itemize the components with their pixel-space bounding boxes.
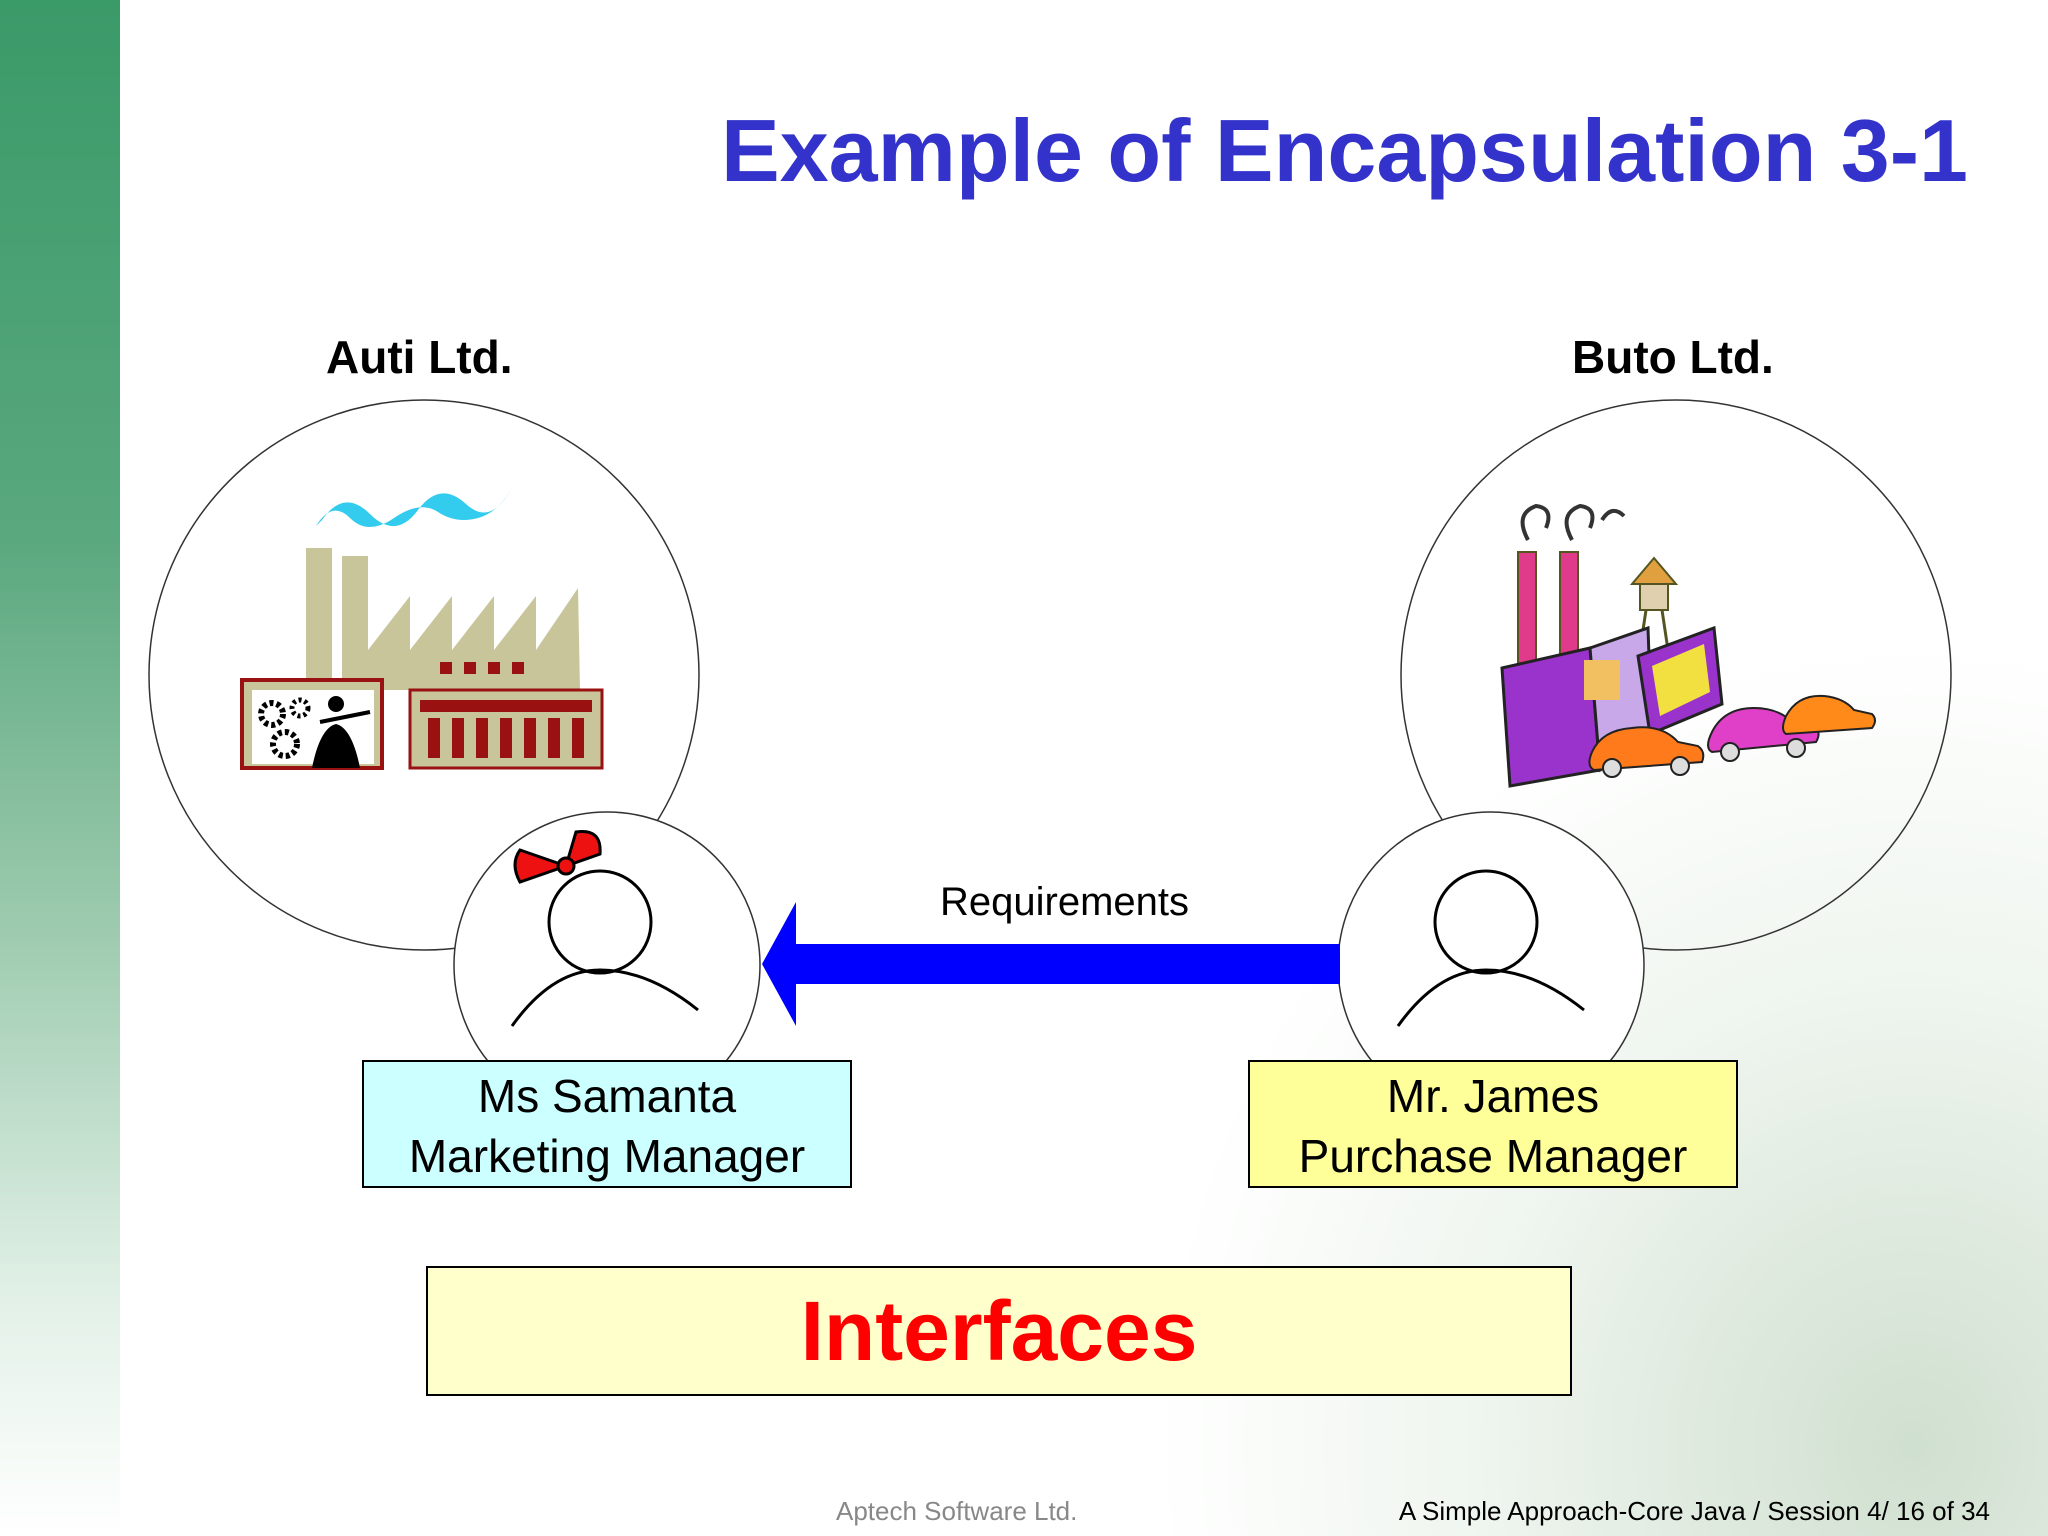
company-circle-right: [1400, 399, 1952, 951]
interfaces-callout: Interfaces: [426, 1266, 1572, 1396]
person-name-left: Ms Samanta: [477, 1070, 737, 1122]
person-box-right: Mr. James Purchase Manager: [1248, 1060, 1738, 1188]
company-circle-left: [148, 399, 700, 951]
female-person-icon: [510, 829, 699, 1027]
person-name-right: Mr. James: [1386, 1070, 1600, 1122]
footer-company: Aptech Software Ltd.: [836, 1496, 1078, 1526]
person-role-right: Purchase Manager: [1298, 1130, 1688, 1182]
factory-icon-left: [240, 484, 604, 770]
company-label-left: Auti Ltd.: [326, 331, 513, 383]
footer-session-info: A Simple Approach-Core Java / Session 4/…: [1398, 1496, 1990, 1526]
side-accent-band: [0, 0, 120, 1536]
slide-title: Example of Encapsulation 3-1: [721, 101, 1968, 200]
company-label-right: Buto Ltd.: [1572, 331, 1774, 383]
male-person-icon: [1396, 869, 1585, 1027]
person-box-left: Ms Samanta Marketing Manager: [362, 1060, 852, 1188]
person-role-left: Marketing Manager: [408, 1130, 806, 1182]
toy-factory-icon-right: [1500, 503, 1876, 788]
requirements-arrow: [762, 902, 1340, 1026]
requirements-label: Requirements: [940, 880, 1190, 924]
